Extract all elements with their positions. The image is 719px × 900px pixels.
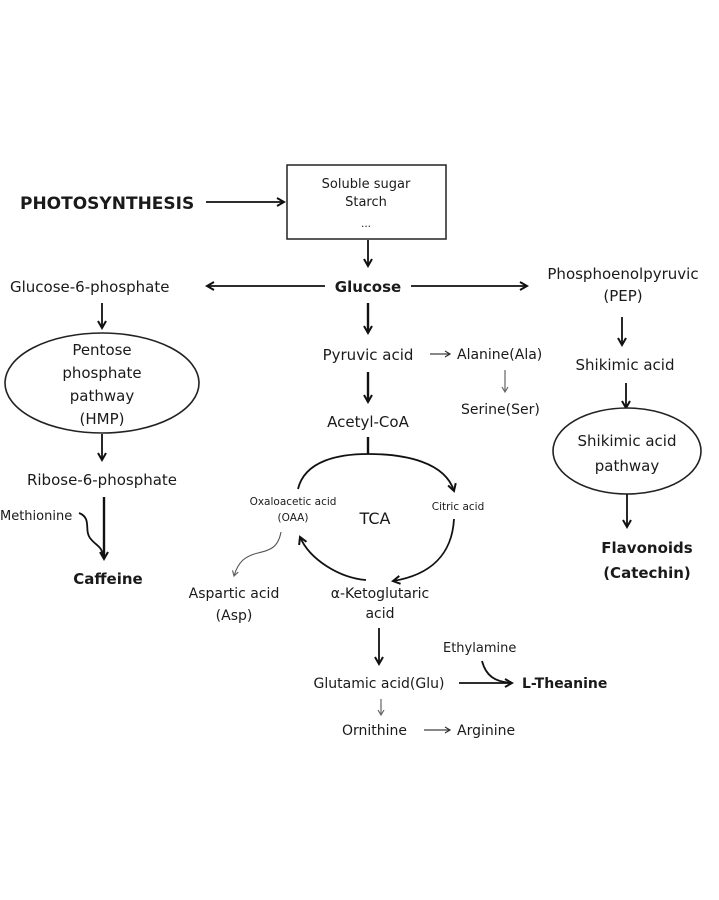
node-starch: Starch: [345, 195, 387, 210]
node-hmp-line4: (HMP): [80, 410, 125, 428]
node-shikimic-acid: Shikimic acid: [576, 356, 675, 374]
node-asp-abbrev: (Asp): [216, 608, 253, 624]
arrow-ethylamine-to-theanine: [481, 660, 513, 684]
node-alanine: Alanine(Ala): [457, 347, 542, 363]
node-ribose-6-phosphate: Ribose-6-phosphate: [27, 471, 177, 489]
arrow-oaa-to-aspartic: [231, 531, 282, 578]
node-aspartic-acid: Aspartic acid: [189, 586, 280, 602]
node-shikimic-pathway-line1: Shikimic acid: [578, 432, 677, 450]
hmp-ellipse: [4, 332, 200, 434]
node-acetyl-coa: Acetyl-CoA: [327, 413, 409, 431]
arrow-citric-to-ketoglutaric: [393, 518, 455, 581]
node-hmp-line1: Pentose: [72, 341, 131, 359]
node-catechin: (Catechin): [603, 564, 691, 582]
arrow-methionine-to-caffeine: [78, 512, 104, 557]
node-methionine: Methionine: [0, 509, 72, 524]
node-arginine: Arginine: [457, 723, 515, 739]
node-ethylamine: Ethylamine: [443, 641, 516, 656]
node-glutamic-acid: Glutamic acid(Glu): [314, 676, 445, 692]
node-tca: TCA: [359, 509, 391, 528]
node-oaa-abbrev: (OAA): [278, 512, 309, 524]
node-flavonoids: Flavonoids: [601, 539, 692, 557]
shikimic-pathway-ellipse: [552, 407, 702, 495]
node-pyruvic-acid: Pyruvic acid: [323, 346, 414, 364]
node-oxaloacetic-acid: Oxaloacetic acid: [250, 496, 337, 508]
node-glucose: Glucose: [335, 278, 401, 296]
sugar-storage-box: [286, 164, 447, 240]
node-pep-abbrev: (PEP): [603, 287, 642, 305]
arrow-ketoglutaric-to-oaa: [300, 537, 367, 581]
node-hmp-line3: pathway: [70, 387, 135, 405]
node-soluble-sugar: Soluble sugar: [322, 177, 411, 192]
node-photosynthesis: PHOTOSYNTHESIS: [20, 194, 194, 214]
node-ketoglutaric-acid: acid: [365, 606, 394, 622]
node-glucose-6-phosphate: Glucose-6-phosphate: [10, 278, 170, 296]
node-citric-acid: Citric acid: [432, 501, 485, 513]
node-hmp-line2: phosphate: [62, 364, 141, 382]
node-caffeine: Caffeine: [73, 570, 142, 588]
node-pep: Phosphoenolpyruvic: [547, 265, 698, 283]
node-ellipsis: ...: [361, 218, 371, 230]
arrow-oaa-to-citric: [297, 453, 454, 491]
node-ornithine: Ornithine: [342, 723, 407, 739]
node-shikimic-pathway-line2: pathway: [595, 457, 660, 475]
node-l-theanine: L-Theanine: [522, 676, 607, 692]
node-serine: Serine(Ser): [461, 402, 540, 418]
node-ketoglutaric: α-Ketoglutaric: [331, 586, 430, 602]
